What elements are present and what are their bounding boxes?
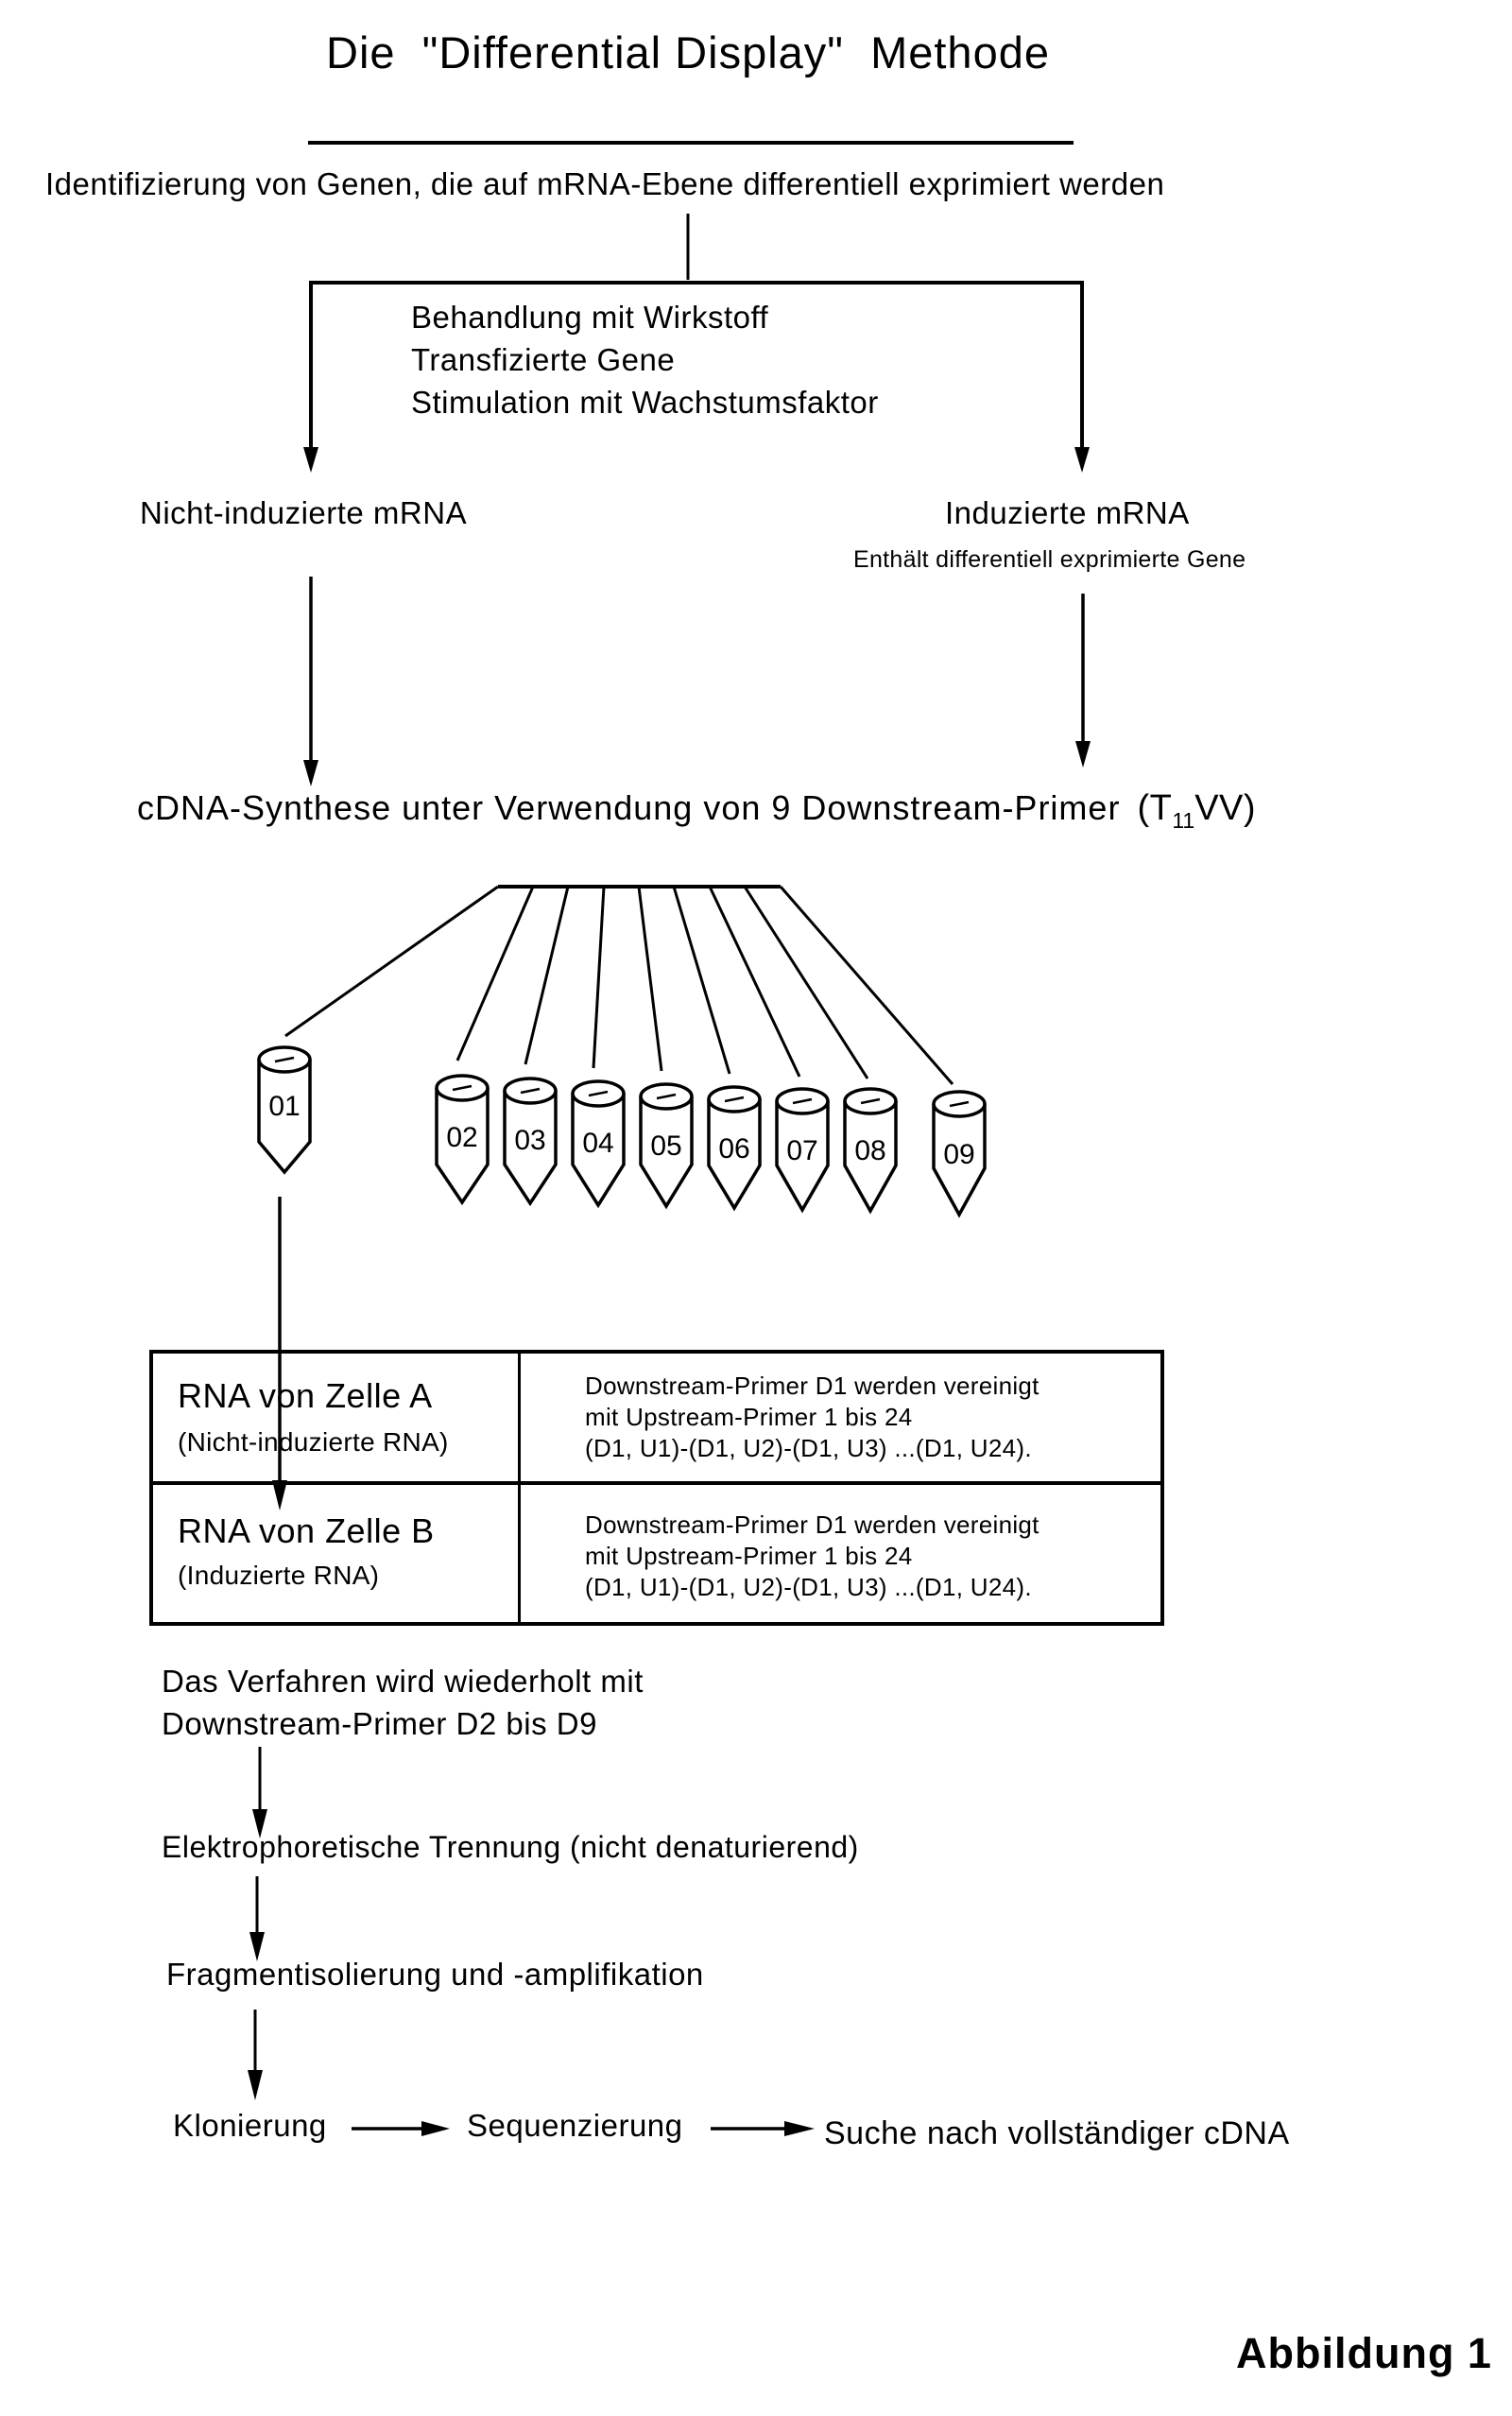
primer-cell-a: Downstream-Primer D1 werden vereinigt mi… xyxy=(518,1354,1160,1481)
cloning-to-sequencing-arrowhead xyxy=(421,2121,450,2136)
formula-subscript: 11 xyxy=(1172,808,1195,833)
tube-01 xyxy=(257,1045,312,1175)
sample-note: (Nicht-induzierte RNA) xyxy=(178,1427,449,1457)
bracket-right-arrowhead xyxy=(1074,447,1090,473)
treatment-line-1: Behandlung mit Wirkstoff xyxy=(411,300,769,335)
primer-line-2: mit Upstream-Primer 1 bis 24 xyxy=(585,1403,913,1431)
figure-label: Abbildung 1 xyxy=(1236,2329,1492,2377)
tube-05 xyxy=(639,1082,694,1210)
tube-label-05: 05 xyxy=(650,1130,681,1162)
primer-cell-b: Downstream-Primer D1 werden vereinigt mi… xyxy=(518,1485,1160,1622)
step-electrophoresis: Elektrophoretische Trennung (nicht denat… xyxy=(162,1830,859,1864)
step-cdna-search: Suche nach vollständiger cDNA xyxy=(824,2115,1290,2151)
left-branch-arrowhead xyxy=(303,760,318,786)
treatment-bracket xyxy=(309,281,1084,449)
subtitle: Identifizierung von Genen, die auf mRNA-… xyxy=(45,166,1165,201)
treatment-line-2: Transfizierte Gene xyxy=(411,342,676,377)
tube-label-04: 04 xyxy=(582,1128,613,1159)
title-underline xyxy=(308,141,1074,145)
sample-cell-b: RNA von Zelle B (Induzierte RNA) xyxy=(153,1485,518,1622)
repeat-note-line-1: Das Verfahren wird wiederholt mit xyxy=(162,1664,644,1699)
treatment-line-3: Stimulation mit Wachstumsfaktor xyxy=(411,385,879,420)
tube-label-01: 01 xyxy=(268,1091,300,1122)
step-sequencing: Sequenzierung xyxy=(467,2108,683,2143)
primer-line-1: Downstream-Primer D1 werden vereinigt xyxy=(585,1510,1040,1539)
table-row: RNA von Zelle A (Nicht-induzierte RNA) D… xyxy=(153,1354,1160,1485)
tube-03 xyxy=(503,1077,558,1207)
tube-to-table-arrowhead xyxy=(272,1480,287,1510)
cdna-synthesis-text: cDNA-Synthese unter Verwendung von 9 Dow… xyxy=(137,788,1121,827)
primer-line-1: Downstream-Primer D1 werden vereinigt xyxy=(585,1372,1040,1400)
tube-06 xyxy=(707,1085,762,1212)
step-fragment-isolation: Fragmentisolierung und -amplifikation xyxy=(166,1957,704,1992)
step-cloning: Klonierung xyxy=(173,2108,327,2143)
primer-description: Downstream-Primer D1 werden vereinigt mi… xyxy=(585,1510,1160,1603)
sequencing-to-search-arrowhead xyxy=(784,2121,815,2136)
tube-04 xyxy=(571,1079,626,1209)
induced-mrna-note: Enthält differentiell exprimierte Gene xyxy=(853,546,1246,573)
tube-label-06: 06 xyxy=(718,1133,749,1165)
primer-description: Downstream-Primer D1 werden vereinigt mi… xyxy=(585,1371,1160,1464)
electro-to-fragment-arrowhead xyxy=(249,1932,265,1961)
sample-note: (Induzierte RNA) xyxy=(178,1561,380,1590)
sample-cell-a: RNA von Zelle A (Nicht-induzierte RNA) xyxy=(153,1354,518,1481)
tube-label-07: 07 xyxy=(786,1135,817,1166)
repeat-note: Das Verfahren wird wiederholt mit Downst… xyxy=(162,1660,644,1745)
pcr-pairing-table: RNA von Zelle A (Nicht-induzierte RNA) D… xyxy=(149,1350,1164,1626)
sample-name: RNA von Zelle B xyxy=(178,1511,435,1550)
cdna-synthesis-step: cDNA-Synthese unter Verwendung von 9 Dow… xyxy=(137,788,1256,834)
label-induced-mrna: Induzierte mRNA xyxy=(945,495,1190,530)
primer-line-2: mit Upstream-Primer 1 bis 24 xyxy=(585,1542,913,1570)
table-row: RNA von Zelle B (Induzierte RNA) Downstr… xyxy=(153,1485,1160,1622)
tube-label-08: 08 xyxy=(854,1135,885,1166)
tube-label-09: 09 xyxy=(943,1139,974,1170)
bracket-left-arrowhead xyxy=(303,447,318,473)
treatment-box: Behandlung mit Wirkstoff Transfizierte G… xyxy=(411,296,879,423)
tube-07 xyxy=(775,1087,830,1214)
primer-fan xyxy=(284,885,954,1085)
page-title: Die "Differential Display" Methode xyxy=(326,27,1050,78)
tube-02 xyxy=(435,1074,490,1206)
tube-08 xyxy=(843,1087,898,1215)
repeat-to-electro-arrowhead xyxy=(252,1809,267,1838)
right-branch-arrowhead xyxy=(1075,741,1091,768)
label-non-induced-mrna: Nicht-induzierte mRNA xyxy=(140,495,468,530)
tube-label-02: 02 xyxy=(446,1122,477,1153)
repeat-note-line-2: Downstream-Primer D2 bis D9 xyxy=(162,1706,597,1741)
primer-line-3: (D1, U1)-(D1, U2)-(D1, U3) ...(D1, U24). xyxy=(585,1434,1032,1462)
formula-open: (T xyxy=(1137,788,1173,828)
tube-09 xyxy=(932,1090,987,1218)
primer-formula: (T11VV) xyxy=(1137,788,1257,833)
primer-line-3: (D1, U1)-(D1, U2)-(D1, U3) ...(D1, U24). xyxy=(585,1573,1032,1601)
formula-close: VV) xyxy=(1194,788,1257,828)
sample-name: RNA von Zelle A xyxy=(178,1376,433,1415)
tube-label-03: 03 xyxy=(514,1125,545,1156)
tube-labels: 01 02 03 04 05 06 07 08 09 xyxy=(268,1091,974,1170)
fragment-to-cloning-arrowhead xyxy=(248,2070,263,2100)
